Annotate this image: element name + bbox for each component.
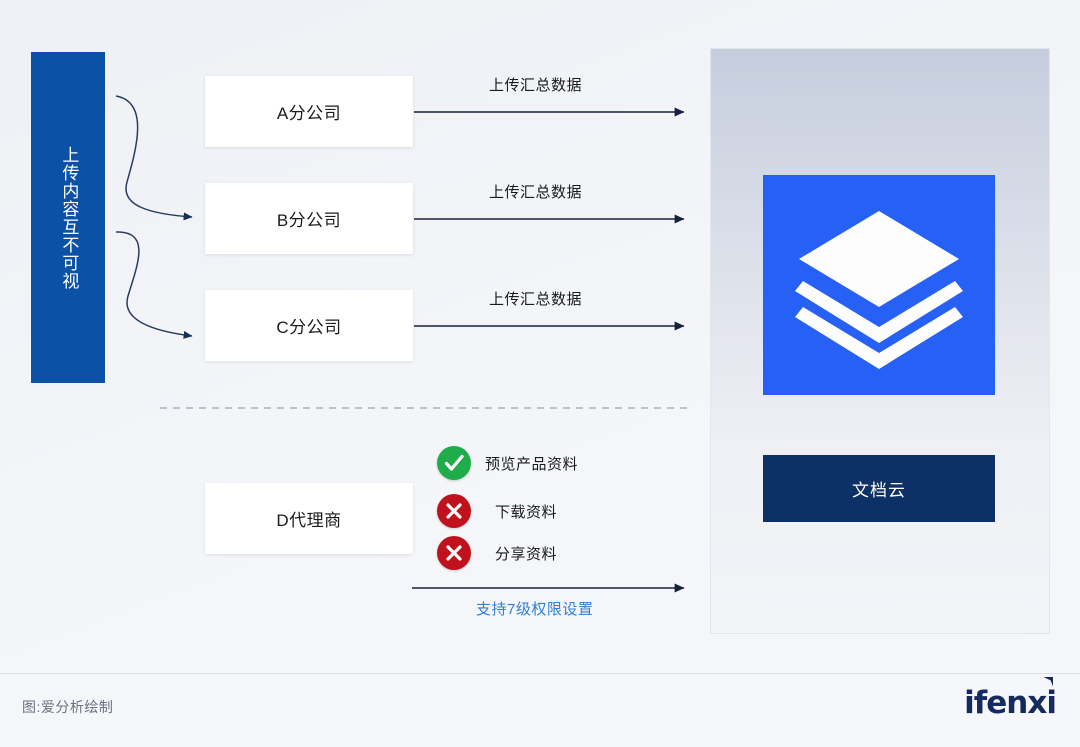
flow-label-c: 上传汇总数据 <box>489 291 583 308</box>
ifenxi-logo-text: ifenxi <box>964 685 1057 721</box>
footer-source-note: 图:爱分析绘制 <box>22 699 114 715</box>
entity-box-b[interactable]: B分公司 <box>205 183 413 254</box>
x-circle-icon <box>437 536 471 570</box>
entity-box-d[interactable]: D代理商 <box>205 483 413 554</box>
product-name-box[interactable]: 文档云 <box>763 455 995 522</box>
footer-divider <box>0 673 1080 674</box>
entity-box-a[interactable]: A分公司 <box>205 76 413 147</box>
permission-label-preview: 预览产品资料 <box>485 455 579 473</box>
logo-tick-icon <box>1043 677 1053 687</box>
permission-label-share: 分享资料 <box>495 545 558 563</box>
permission-row-download: 下载资料 <box>437 494 557 528</box>
permission-row-share: 分享资料 <box>437 536 557 570</box>
flow-label-b: 上传汇总数据 <box>489 184 583 201</box>
permission-row-preview: 预览产品资料 <box>437 446 578 480</box>
permission-note: 支持7级权限设置 <box>476 601 594 618</box>
left-vertical-bar-label: 上传内容互不可视 <box>59 145 79 290</box>
check-circle-icon <box>437 446 471 480</box>
flow-label-a: 上传汇总数据 <box>489 77 583 94</box>
product-name-label: 文档云 <box>852 481 906 500</box>
layers-stack-icon <box>763 175 995 395</box>
entity-box-c[interactable]: C分公司 <box>205 290 413 361</box>
permission-label-download: 下载资料 <box>495 503 558 521</box>
x-circle-icon <box>437 494 471 528</box>
ifenxi-logo: ifenxi <box>964 677 1057 721</box>
left-vertical-bar: 上传内容互不可视 <box>31 52 105 383</box>
